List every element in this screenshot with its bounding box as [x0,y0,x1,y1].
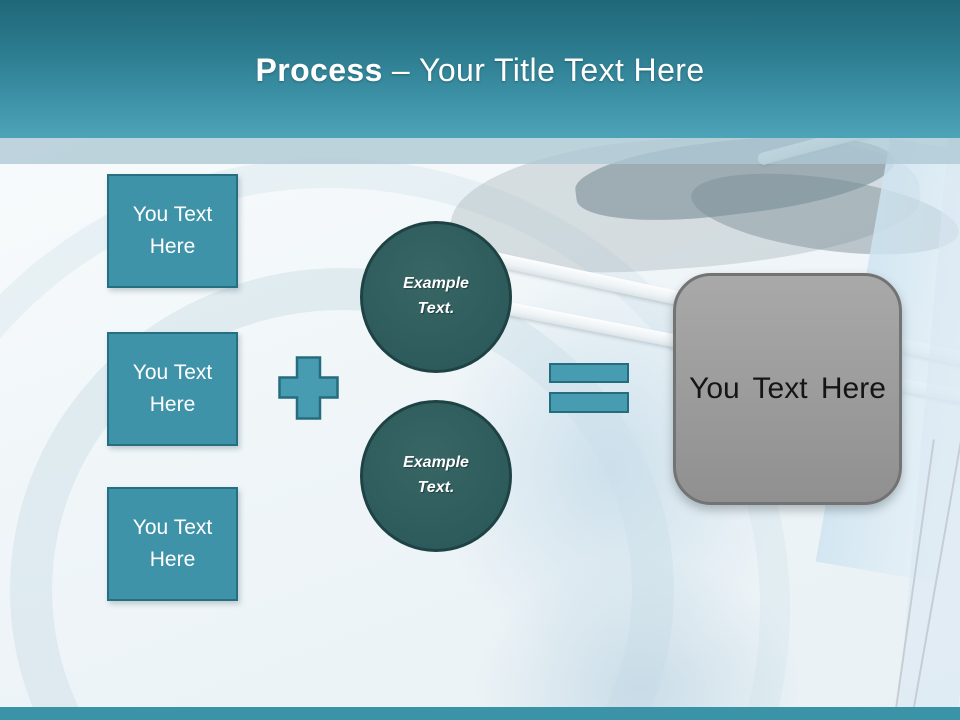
example-circle-1-label: Example Text. [403,275,469,317]
slide-title-dash: – [391,52,411,88]
equals-icon [549,363,629,413]
equals-bottom-bar [549,392,629,413]
slide-title-emphasis: Process [255,52,383,88]
slide-header: Process–Your Title Text Here [0,0,960,138]
result-box-label: You Text Here [689,372,886,405]
input-box-1[interactable]: You Text Here [107,174,238,288]
input-box-2[interactable]: You Text Here [107,332,238,446]
equals-top-bar [549,363,629,383]
input-box-3-label: You Text Here [132,516,213,571]
input-box-3[interactable]: You Text Here [107,487,238,601]
input-box-2-label: You Text Here [132,361,213,416]
example-circle-1[interactable]: Example Text. [360,221,512,373]
input-box-1-label: You Text Here [132,203,213,258]
header-underlay-band [0,138,960,164]
example-circle-2[interactable]: Example Text. [360,400,512,552]
slide-title: Process–Your Title Text Here [0,52,960,89]
footer-bar [0,707,960,720]
result-box[interactable]: You Text Here [673,273,902,505]
plus-icon [278,356,339,420]
example-circle-2-label: Example Text. [403,454,469,496]
slide-title-text: Your Title Text Here [419,52,705,88]
